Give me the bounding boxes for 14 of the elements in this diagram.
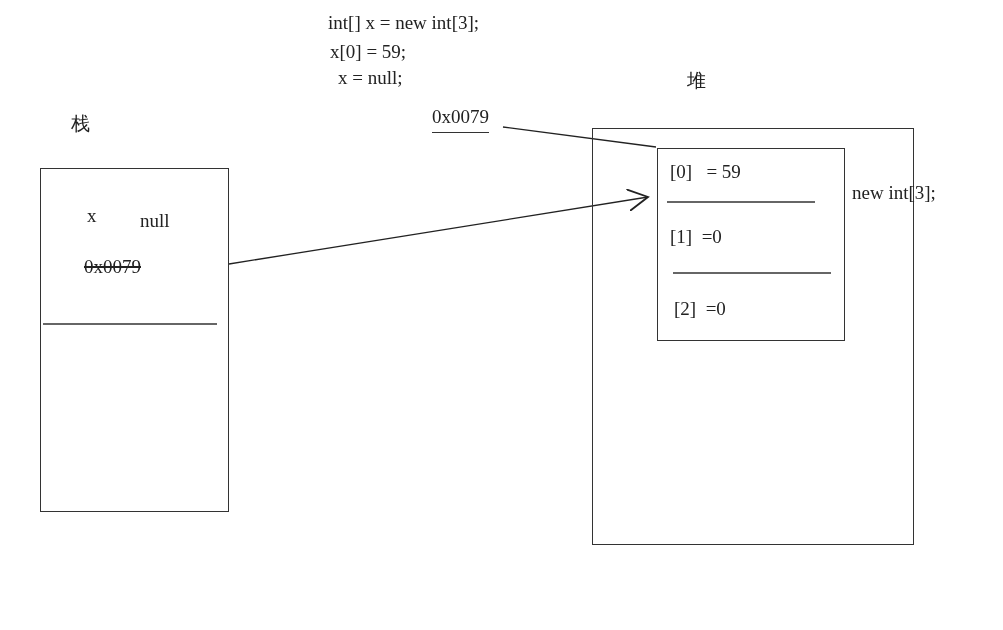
variable-name: x — [87, 205, 97, 227]
code-line: x = null; — [338, 67, 403, 89]
array-element-text: [1] =0 — [670, 226, 722, 248]
array-element-text: [0] = 59 — [670, 161, 741, 183]
code-line: int[] x = new int[3]; — [328, 12, 480, 34]
address-text: 0x0079 — [432, 106, 489, 133]
leader-line — [502, 126, 657, 148]
stack-heading: 栈 — [71, 112, 90, 134]
old-address-text: 0x0079 — [84, 256, 141, 278]
array-element-text: [2] =0 — [674, 298, 726, 320]
value-text: null — [140, 210, 170, 232]
arrow — [228, 188, 649, 265]
code-line: x[0] = 59; — [330, 41, 407, 63]
heap-heading: 堆 — [687, 69, 706, 91]
